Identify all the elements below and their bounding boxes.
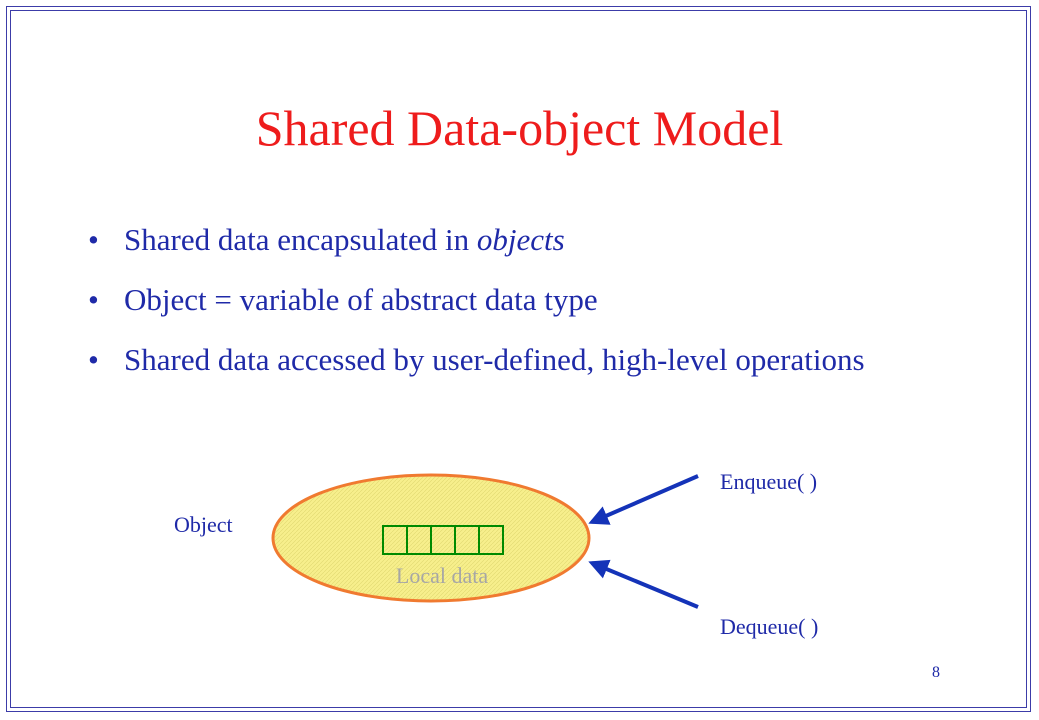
slide-title: Shared Data-object Model [255, 100, 784, 156]
local-data-queue [382, 525, 504, 555]
local-data-label: Local data [396, 563, 488, 588]
bullet-list: • Shared data encapsulated in objects • … [88, 222, 908, 402]
bullet-text: Shared data encapsulated in [124, 222, 477, 257]
slide-outer-frame [6, 6, 1031, 712]
object-label: Object [174, 512, 233, 537]
bullet-item-3: • Shared data accessed by user-defined, … [88, 342, 908, 378]
dequeue-label: Dequeue( ) [720, 614, 818, 639]
enqueue-label: Enqueue( ) [720, 469, 817, 494]
bullet-dot: • [88, 222, 99, 257]
bullet-text: Object = variable of abstract data type [124, 282, 598, 317]
bullet-emphasis: objects [476, 222, 565, 257]
slide-inner-frame [10, 10, 1027, 708]
enqueue-arrow [588, 474, 699, 525]
dequeue-arrow [588, 559, 699, 609]
queue-cell [478, 525, 504, 555]
bullet-dot: • [88, 342, 99, 377]
bullet-text: Shared data accessed by user-defined, hi… [124, 342, 865, 377]
page-number: 8 [932, 664, 940, 681]
bullet-item-1: • Shared data encapsulated in objects [88, 222, 908, 258]
bullet-item-2: • Object = variable of abstract data typ… [88, 282, 908, 318]
bullet-dot: • [88, 282, 99, 317]
